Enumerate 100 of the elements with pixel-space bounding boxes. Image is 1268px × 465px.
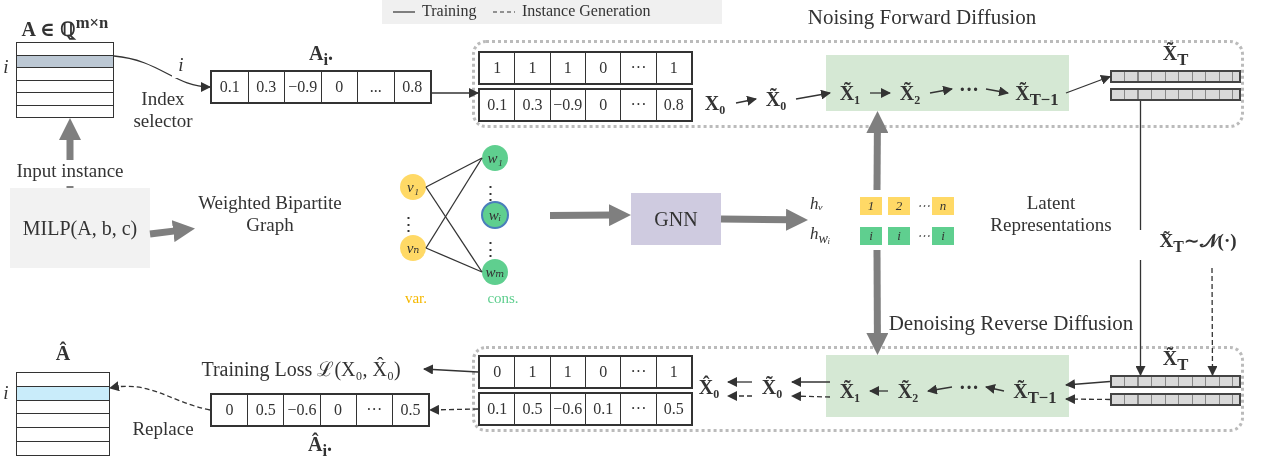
arrow (927, 384, 953, 395)
arrow (1065, 379, 1111, 390)
vector-cell: 1 (655, 357, 691, 387)
arrow (113, 55, 211, 92)
process-box (10, 188, 150, 268)
vector-row (478, 392, 693, 426)
vector-cell: 0.3 (514, 90, 550, 120)
vector-row (478, 355, 693, 389)
vector-symbol: hᵥ (810, 194, 825, 215)
embedding-cell: 2 (888, 197, 910, 215)
arrow (869, 88, 891, 98)
vector-cell-text: 1 (492, 58, 503, 78)
connector-line (425, 247, 483, 273)
dashed-arrow (727, 391, 753, 401)
box-label: GNN (653, 207, 699, 232)
vertex-circle: vₙ (400, 235, 426, 261)
arrow (1135, 100, 1146, 376)
legend-text: Instance Generation (522, 2, 651, 20)
math-symbol: X̂₀ (690, 372, 728, 402)
embedding-cell: i (888, 227, 910, 245)
side-label: Replace (131, 418, 195, 441)
note-label: ⋮ (479, 239, 501, 262)
vector-cell: ··· (620, 357, 656, 387)
vector-cell-text: 0 (492, 362, 503, 382)
note-label: cons. (486, 289, 520, 308)
math-symbol: X̃₀ (752, 372, 792, 402)
math-symbol: X₀ (694, 88, 736, 118)
note-label: Index selector (132, 88, 194, 133)
block-arrow (549, 204, 631, 227)
vector-cell-text: 0.1 (218, 77, 241, 97)
dashed-arrow (791, 391, 831, 402)
box-label: MILP(A, b, c) (21, 216, 139, 242)
vector-row (478, 88, 693, 122)
vector-cell: 0.1 (585, 394, 621, 424)
math-symbol: X̃$_{T−1}$ (1004, 376, 1066, 406)
highlight-band (826, 55, 1069, 111)
vector-cell: 0.5 (655, 394, 691, 424)
vector-cell-text: 0 (224, 400, 235, 420)
dashed-arrow (109, 381, 211, 411)
vector-cell-text: 0.1 (486, 95, 509, 115)
legend-text: Training (422, 2, 477, 20)
arrow (985, 384, 1005, 394)
vector-cell: 0.3 (247, 72, 284, 102)
matrix-heading: A ∈ ℚ$^{m×n}$ (20, 12, 110, 38)
matrix-heading: Â (54, 340, 72, 366)
vector-cell: ··· (355, 395, 392, 425)
panel-title: Denoising Reverse Diffusion (887, 312, 1135, 337)
latent-title: Latent Representations (989, 192, 1113, 237)
arrow (423, 364, 479, 375)
math-symbol: ··· (952, 74, 986, 104)
vector-heading: X̃$_{T}$ (1161, 41, 1190, 66)
connector-line (425, 186, 483, 273)
dashed-arrow (1065, 394, 1111, 405)
ellipsis-text: ⋯ (915, 227, 931, 245)
vector-cell: ... (357, 72, 394, 102)
arrow (869, 386, 889, 396)
embedding-cell: 1 (860, 197, 882, 215)
arrow (727, 377, 753, 387)
arrow (929, 85, 953, 96)
vector-cell: −0.9 (549, 90, 585, 120)
panel-title: Noising Forward Diffusion (806, 6, 1038, 31)
side-label: i (2, 56, 10, 78)
vector-cell: 1 (549, 53, 585, 83)
math-symbol: ··· (952, 372, 986, 402)
block-arrow (720, 208, 808, 231)
vector-symbol: h$_{wᵢ}$ (810, 224, 832, 249)
vector-cell: 1 (514, 53, 550, 83)
vector-cell: 1 (655, 53, 691, 83)
math-symbol: X̃$_{T−1}$ (1008, 78, 1066, 108)
vector-cell: 1 (514, 357, 550, 387)
vector-cell: 0 (320, 72, 357, 102)
vector-cell-text: 0.1 (486, 399, 509, 419)
side-label: i (2, 382, 10, 404)
arrow (985, 86, 1009, 97)
vector-cell: 0.5 (391, 395, 429, 425)
embedding-cell: n (932, 197, 954, 215)
math-symbol: X̃₁ (830, 376, 870, 406)
vector-cell: 0.5 (514, 394, 550, 424)
vector-cell: 0.5 (247, 395, 284, 425)
vector-drawing (210, 393, 430, 459)
vertex-circle: wₘ (482, 259, 508, 285)
note-label: ⋮ (397, 214, 419, 237)
vector-cell: 0 (585, 53, 621, 83)
connector-line (425, 157, 483, 249)
block-arrow (149, 220, 195, 243)
arrow (791, 377, 831, 387)
arrow (795, 89, 831, 100)
dashed-arrow (1207, 267, 1218, 376)
vertex-circle: w₁ (482, 145, 508, 171)
vector-cell: 1 (549, 357, 585, 387)
dashed-arrow (429, 404, 479, 415)
connector-line (425, 157, 483, 188)
vector-heading: Â$_{i}$. (306, 431, 334, 459)
math-symbol: X̃₂ (888, 376, 928, 406)
vertex-circle: wᵢ (481, 201, 509, 229)
process-box (631, 193, 721, 245)
vector-cell: 0 (585, 90, 621, 120)
ellipsis-text: ⋯ (915, 197, 931, 215)
vector-cell: 0.8 (393, 72, 430, 102)
vector-cell: −0.6 (283, 395, 320, 425)
